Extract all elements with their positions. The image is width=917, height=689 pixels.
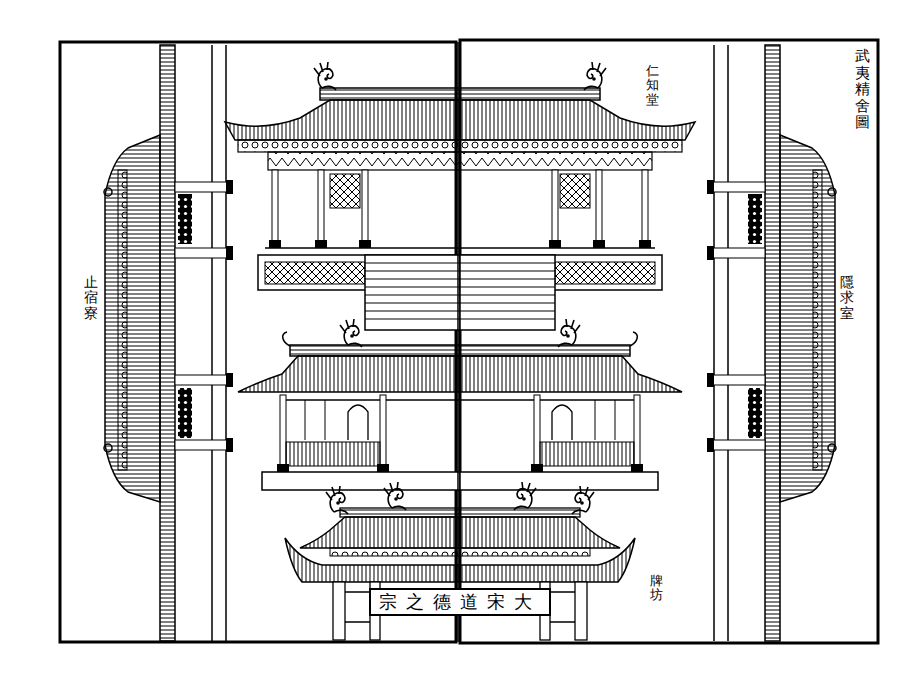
- main-hall: [460, 62, 695, 330]
- main-hall: [225, 62, 460, 330]
- side-hall: [104, 45, 233, 641]
- middle-hall: [238, 319, 460, 490]
- title: 武夷精舍圖: [855, 48, 870, 131]
- book-gutter: [457, 42, 459, 642]
- building-name: 止宿寮: [84, 275, 98, 321]
- page-frame: [460, 40, 878, 643]
- building-name: 仁知堂: [646, 64, 659, 107]
- sign-text: 大宋道德之宗: [379, 591, 541, 613]
- side-hall: [707, 45, 836, 641]
- building-name: 牌坊: [650, 574, 663, 603]
- signboard: 大宋道德之宗: [369, 588, 551, 616]
- memorial-gate: [285, 482, 460, 640]
- middle-hall: [460, 319, 682, 490]
- building-name: 隱求室: [840, 275, 854, 321]
- memorial-gate: [460, 482, 635, 640]
